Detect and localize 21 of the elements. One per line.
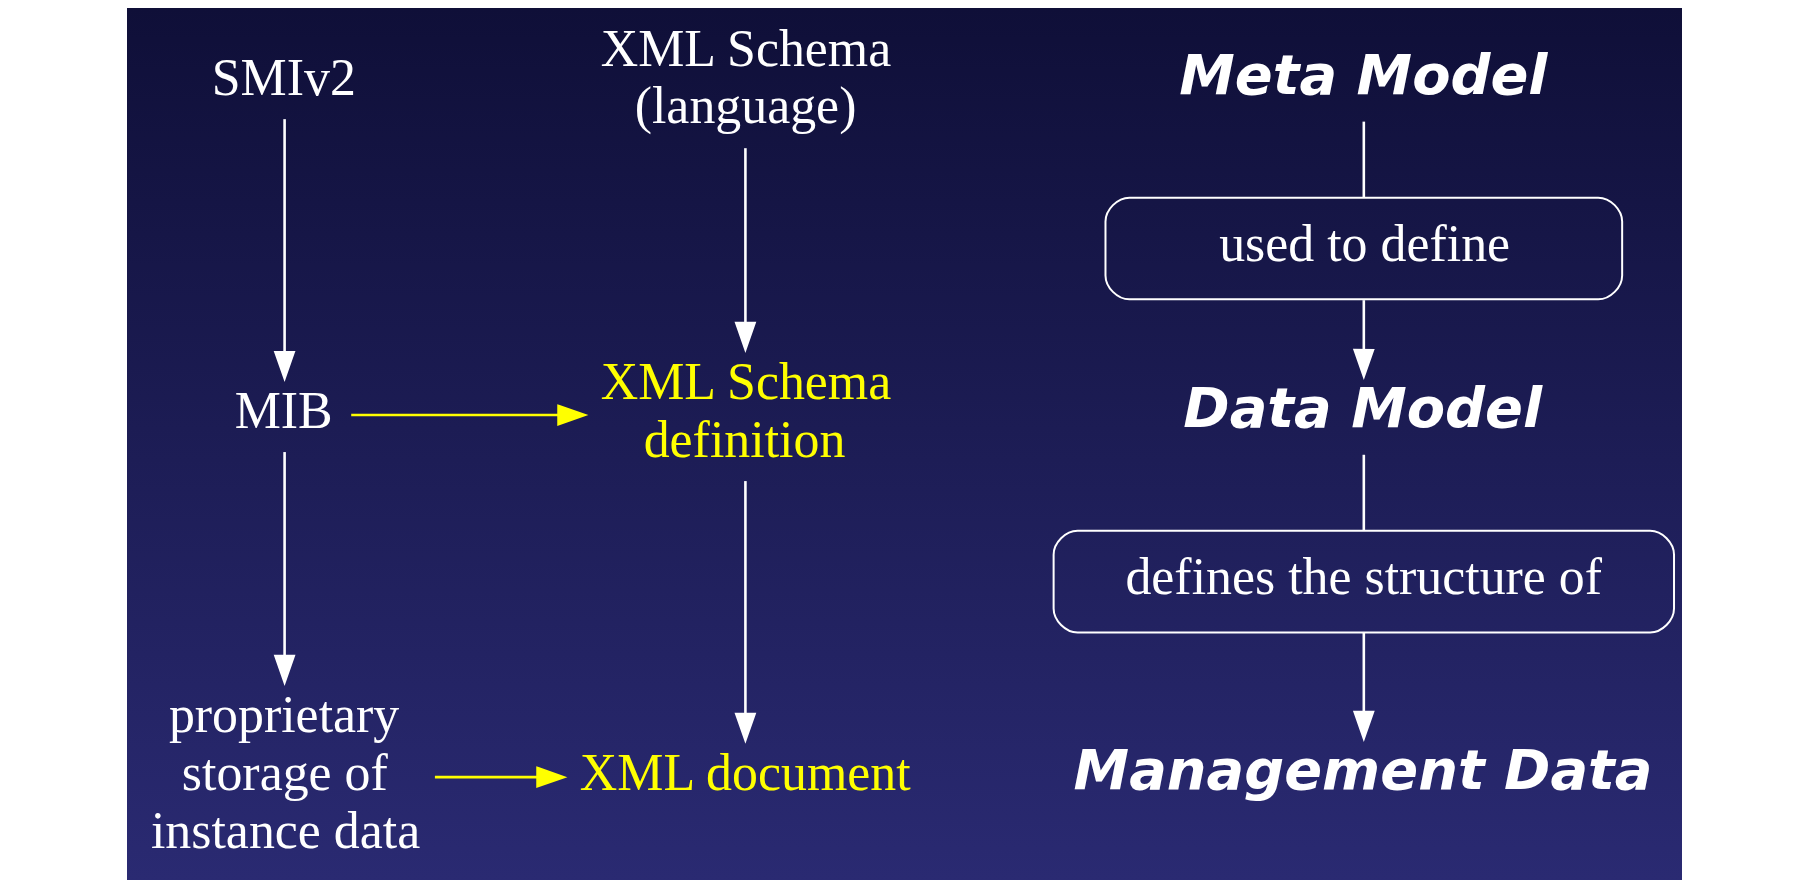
arrow: [734, 481, 757, 744]
arrow: [273, 119, 296, 383]
arrow: [434, 766, 568, 789]
node-text: proprietary storage of instance data: [150, 685, 421, 859]
node-box: defines the structure of: [1052, 529, 1675, 634]
node-text: Data Model: [1183, 374, 1543, 440]
node-text: Meta Model: [1179, 41, 1548, 107]
arrow: [734, 148, 757, 353]
node-text: MIB: [234, 381, 333, 439]
node-text: Management Data: [1073, 736, 1653, 802]
connector: [1362, 121, 1366, 198]
node-text: XML document: [579, 743, 911, 801]
node-text: SMIv2: [211, 48, 356, 106]
connector: [1362, 454, 1366, 531]
arrow: [273, 452, 296, 686]
arrow: [1352, 300, 1375, 380]
node-text: XML Schema definition: [600, 352, 892, 468]
node-text: XML Schema (language): [600, 19, 892, 135]
arrow: [1352, 632, 1375, 742]
node-box: used to define: [1104, 196, 1624, 301]
arrow: [351, 404, 589, 426]
